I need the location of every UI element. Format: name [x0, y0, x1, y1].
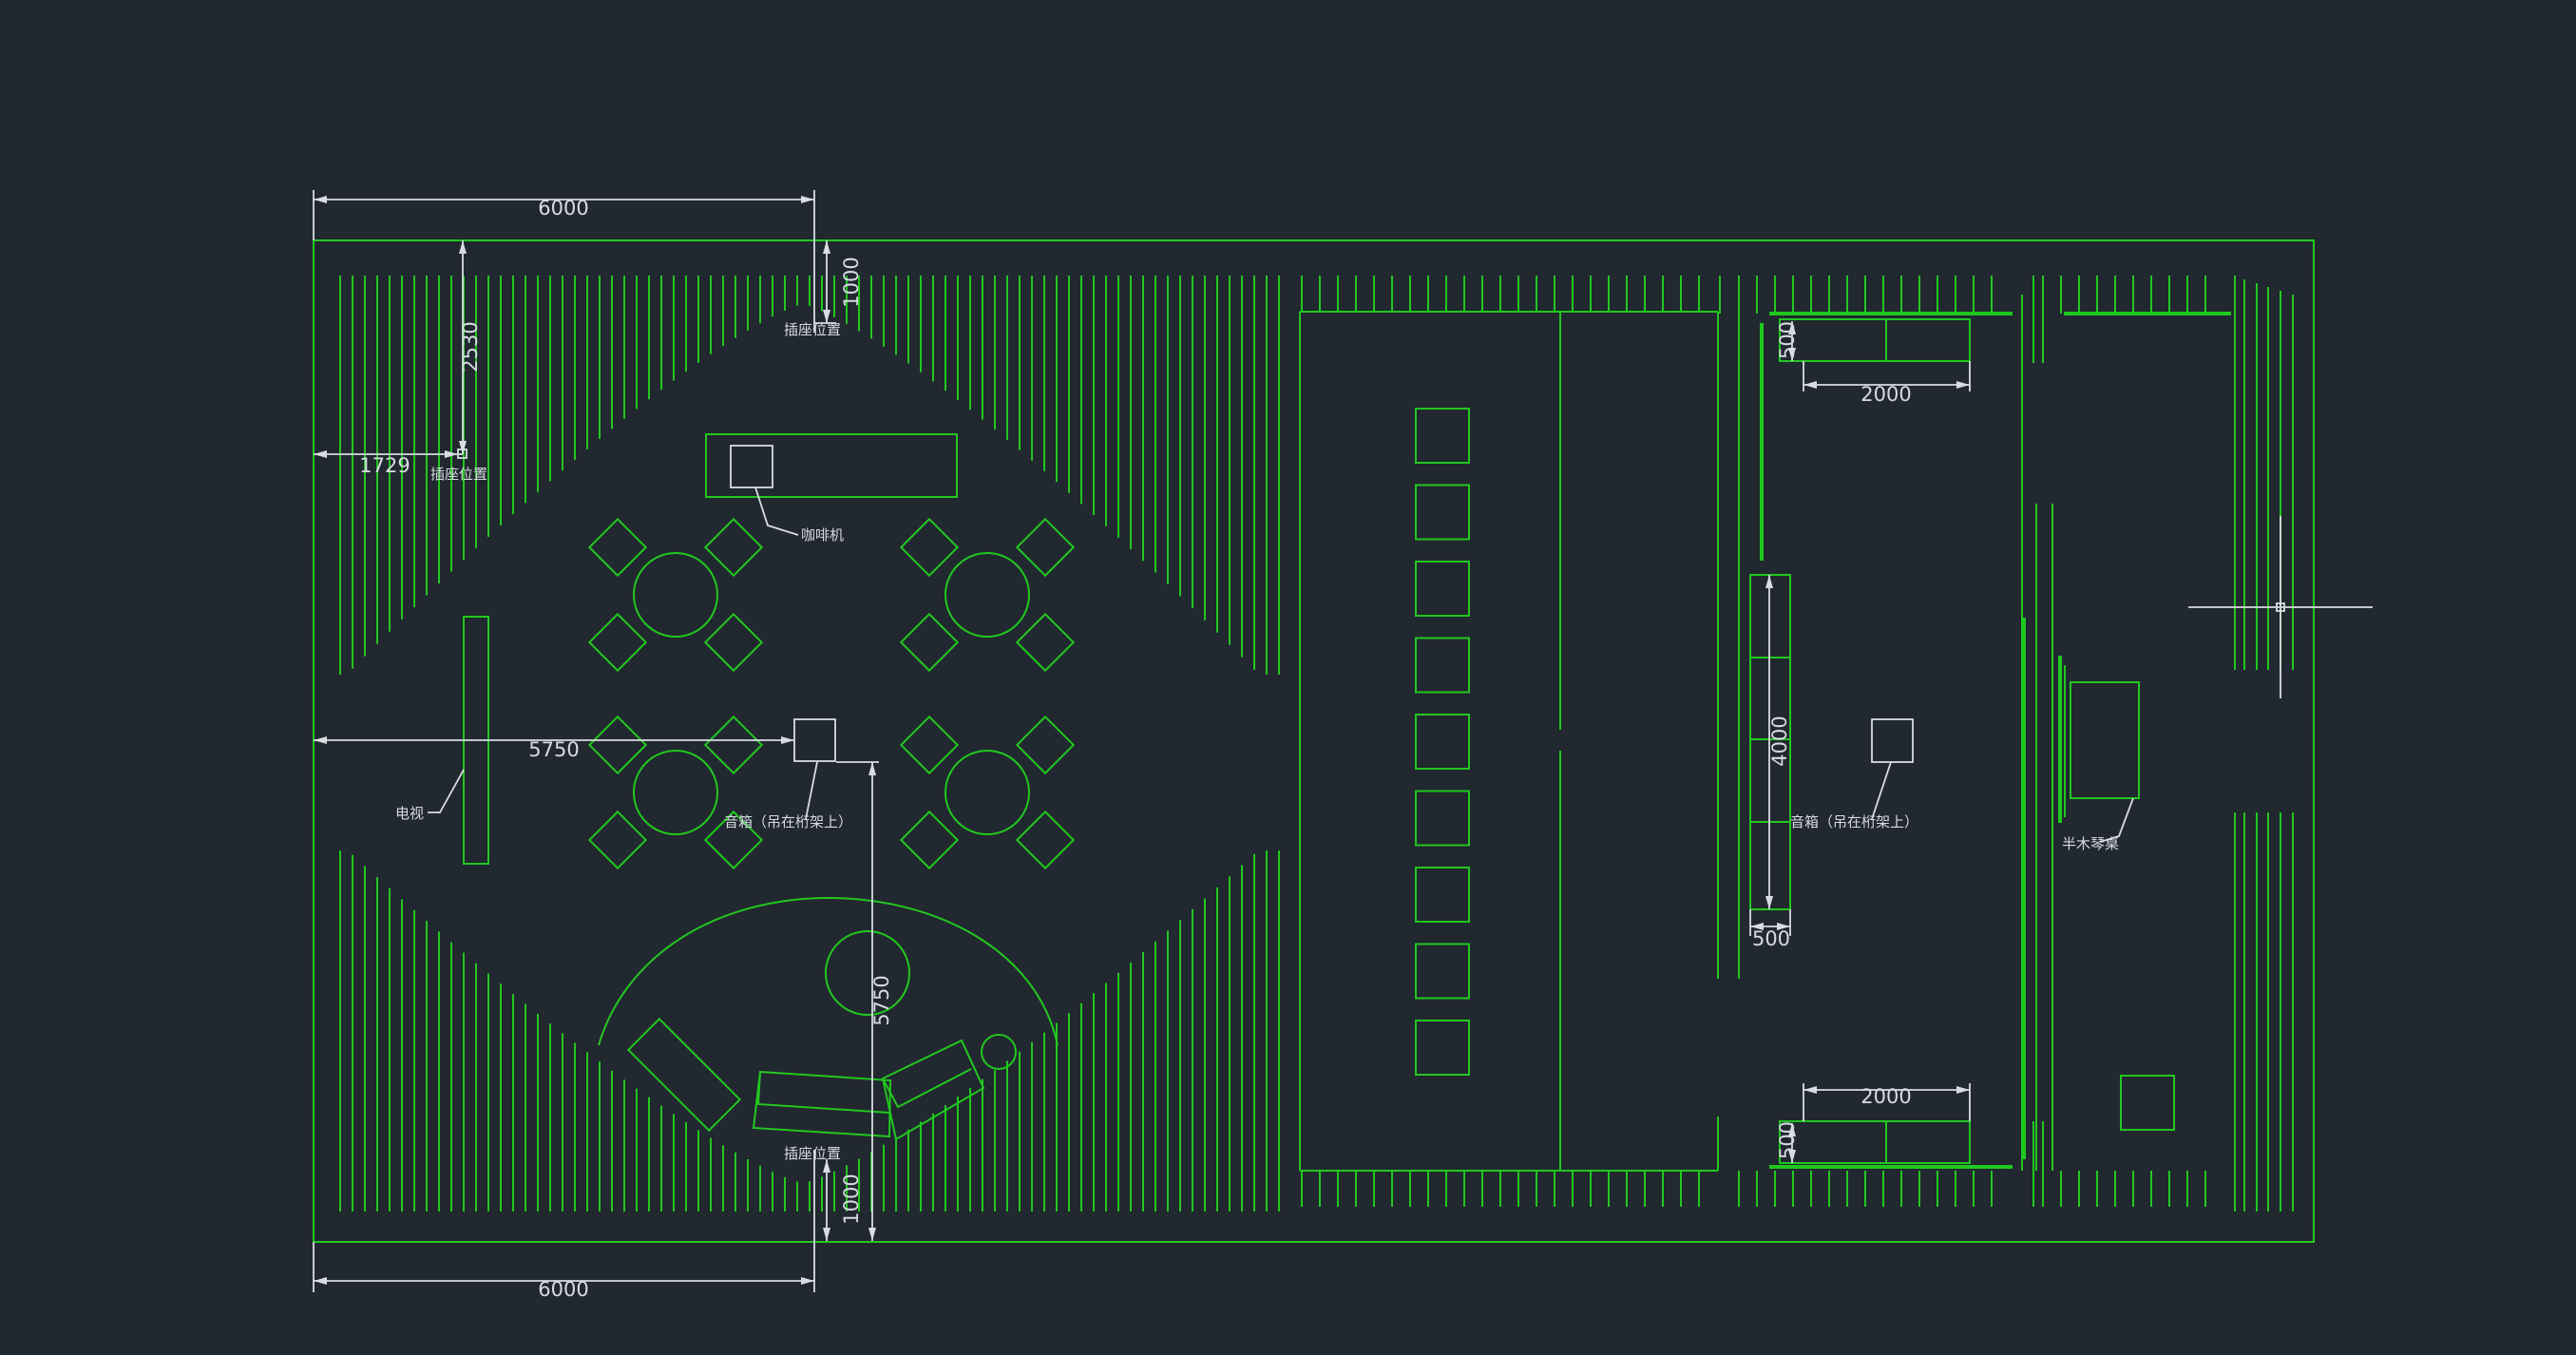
dim-mid-height: 5750 [870, 975, 893, 1025]
dim-left-outlet-height: 2530 [459, 321, 482, 372]
piano-table [2070, 681, 2140, 799]
dim-mid-width: 5750 [528, 738, 579, 761]
dim-bottom-sofa-length: 2000 [1860, 1085, 1911, 1108]
dim-side-bar-length: 4000 [1768, 716, 1791, 766]
lounge-area [598, 896, 1059, 1141]
dimension-layer [313, 190, 2373, 1292]
label-outlet-left: 插座位置 [430, 466, 487, 483]
bottom-sofa [1779, 1120, 1971, 1164]
right-zone-walls [1717, 295, 2231, 1171]
dim-top-sofa-depth: 500 [1776, 321, 1799, 359]
dim-bottom-sofa-depth: 500 [1776, 1121, 1799, 1159]
label-coffee-machine: 咖啡机 [801, 526, 844, 544]
dimension-arrows [314, 196, 1970, 1285]
dim-bottom-outlet-offset: 1000 [840, 1174, 863, 1224]
dim-top-sofa-length: 2000 [1860, 383, 1911, 406]
dim-top-width: 6000 [538, 197, 588, 219]
dim-left-outlet-offset: 1729 [359, 454, 410, 477]
label-tv: 电视 [395, 805, 424, 822]
dim-side-bar-depth: 500 [1752, 927, 1790, 950]
side-bar [1749, 574, 1791, 910]
label-speaker-left: 音箱（吊在桁架上） [724, 813, 852, 830]
label-outlet-top: 插座位置 [784, 321, 841, 338]
middle-slat-truss [1301, 276, 1700, 1207]
label-piano: 半木琴桌 [2062, 835, 2119, 852]
speaker-left [793, 718, 836, 762]
middle-corridor [1299, 311, 1718, 1172]
top-sofa [1779, 318, 1971, 362]
outer-wall [313, 239, 2315, 1243]
table-groups [587, 517, 1076, 870]
crosshair-pickbox [2276, 602, 2285, 612]
display-box-column [1415, 408, 1470, 1076]
label-outlet-bottom: 插座位置 [784, 1145, 841, 1162]
right-slat-truss [1719, 276, 2294, 1212]
small-cabinet [2120, 1075, 2175, 1131]
dim-bottom-width: 6000 [538, 1278, 588, 1301]
coffee-machine [730, 445, 773, 488]
coffee-counter [705, 433, 958, 498]
dim-top-outlet-offset: 1000 [840, 257, 863, 307]
label-speaker-right: 音箱（吊在桁架上） [1790, 813, 1918, 830]
speaker-right [1871, 718, 1914, 763]
left-slat-truss [339, 276, 1280, 1212]
